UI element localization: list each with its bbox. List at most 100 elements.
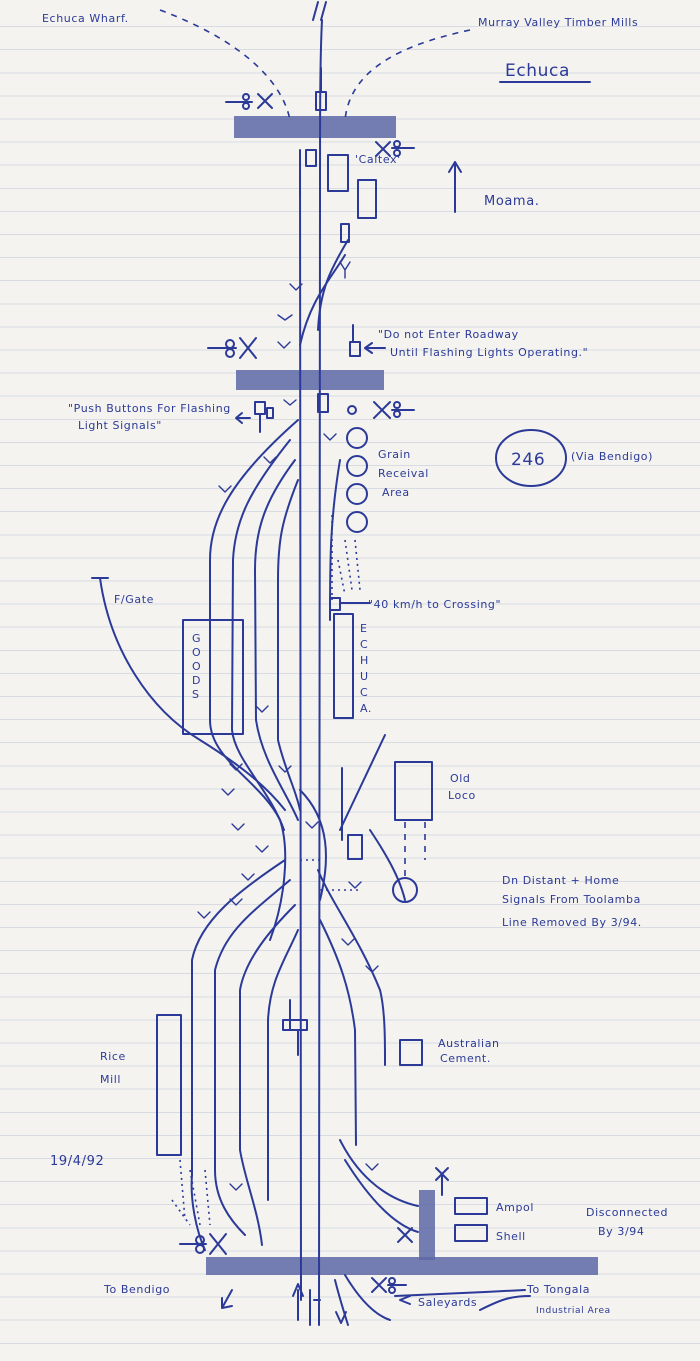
main-line-2 (297, 149, 302, 1301)
crossing-signal-mid-left (207, 337, 257, 359)
caltex-label: 'Caltex' (355, 153, 401, 166)
cement-silo (399, 1039, 423, 1066)
lower-right-road-1 (317, 869, 386, 1061)
shell-tank (454, 1224, 488, 1242)
grain-silo-4 (346, 511, 368, 533)
crossing-signal-mid-right (373, 401, 415, 419)
australian-cement-label-2: Cement. (440, 1052, 491, 1065)
industrial-siding-2 (344, 1159, 419, 1233)
grain-label-2: Receival (378, 467, 429, 480)
grain-label-1: Grain (378, 448, 411, 461)
timber-mill-tramway-line (344, 29, 471, 121)
yard-road-1 (209, 419, 299, 941)
grain-silo-small (347, 405, 357, 415)
tongala-curve-2 (334, 1279, 349, 1326)
ampol-label: Ampol (496, 1201, 534, 1214)
signal-bottom-out (292, 1283, 347, 1326)
crossing-signal-top-left (225, 93, 273, 110)
crossover-upper (317, 239, 349, 331)
grain-label-3: Area (382, 486, 410, 499)
turntable (392, 877, 418, 903)
signal-lower-main (282, 1019, 308, 1056)
to-bendigo-arrow (221, 1289, 233, 1309)
signal-main-top (315, 67, 327, 111)
grain-dotted-lines (337, 539, 361, 596)
moama-label: Moama. (484, 194, 540, 209)
push-buttons-label-2: Light Signals" (78, 419, 162, 432)
do-not-enter-label-2: Until Flashing Lights Operating." (390, 346, 588, 359)
industrial-area-label: Industrial Area (536, 1306, 611, 1316)
crossing-signal-bottom-left (179, 1233, 227, 1255)
crossing-signal-top-right (375, 140, 415, 157)
crossing-signal-bottom-right (371, 1277, 407, 1294)
station-letter: U (360, 670, 369, 683)
removed-note-3: Line Removed By 3/94. (502, 916, 642, 929)
timber-mills-label: Murray Valley Timber Mills (478, 16, 638, 29)
signal-push-button (254, 401, 274, 433)
rice-mill-dotted-lines (171, 1159, 211, 1226)
turntable-road (369, 829, 406, 901)
disconnected-label-2: By 3/94 (598, 1225, 644, 1238)
lower-left-road-3 (239, 904, 296, 1246)
station-building (333, 613, 354, 719)
main-line-1 (318, 19, 323, 1326)
do-not-enter-arrow (364, 342, 386, 354)
push-button-arrow (235, 412, 251, 424)
signal-box (347, 834, 363, 860)
speed-sign-label: "40 km/h to Crossing" (368, 598, 501, 611)
points-markers (197, 261, 379, 1191)
old-loco-label-1: Old (450, 772, 471, 785)
lower-left-road-4 (267, 929, 299, 1201)
old-loco-label-2: Loco (448, 789, 476, 802)
lower-left-road-1 (190, 859, 286, 1251)
to-bendigo-label: To Bendigo (103, 1283, 170, 1296)
push-buttons-label-1: "Push Buttons For Flashing (68, 402, 231, 415)
yard-road-2 (231, 439, 291, 831)
station-letter: E (360, 622, 368, 635)
top-road-crossing (234, 116, 396, 138)
signal-grain (340, 223, 350, 243)
industrial-crossing-signal (397, 1167, 449, 1243)
removed-note-2: Signals From Toolamba (502, 893, 641, 906)
signal-speed-board (329, 597, 371, 611)
bottom-road-crossing (206, 1257, 598, 1275)
yard-road-4 (277, 479, 301, 811)
station-letter: H (360, 654, 369, 667)
station-letter: C (360, 638, 368, 651)
date-label: 19/4/92 (50, 1154, 104, 1169)
signal-platform (317, 393, 329, 413)
signal-caltex (305, 149, 317, 167)
rice-mill-label-1: Rice (100, 1050, 126, 1063)
do-not-enter-label-1: "Do not Enter Roadway (378, 328, 519, 341)
to-tongala-label: To Tongala (526, 1283, 590, 1296)
signal-box-dotted-lines (300, 859, 360, 891)
australian-cement-label-1: Australian (438, 1037, 500, 1050)
rice-mill-label-2: Mill (100, 1073, 121, 1086)
removed-note-1: Dn Distant + Home (502, 874, 619, 887)
industrial-area-curve (479, 1295, 531, 1311)
station-letter: A. (360, 702, 372, 715)
goods-letter: S (192, 688, 200, 701)
goods-letter: G (192, 632, 201, 645)
old-loco-shed (394, 761, 433, 821)
goods-letter: O (192, 660, 201, 673)
break-mark (312, 1, 327, 21)
wharf-tramway-line (159, 9, 291, 121)
middle-road-crossing (236, 370, 384, 390)
saleyards-label: Saleyards (418, 1296, 477, 1309)
lower-right-road-2 (319, 919, 357, 1146)
old-loco-access (339, 734, 386, 831)
goods-shed (182, 619, 244, 735)
turntable-access-dashed (404, 822, 426, 878)
industrial-siding-road (419, 1190, 435, 1260)
lower-left-road-2 (214, 879, 291, 1236)
tongala-leader (484, 1289, 526, 1293)
ampol-tank (454, 1197, 488, 1215)
crossover-lower (299, 789, 327, 901)
station-letter: C (360, 686, 368, 699)
goods-letter: D (192, 674, 201, 687)
shell-label: Shell (496, 1230, 526, 1243)
fgate-label: F/Gate (114, 593, 154, 606)
